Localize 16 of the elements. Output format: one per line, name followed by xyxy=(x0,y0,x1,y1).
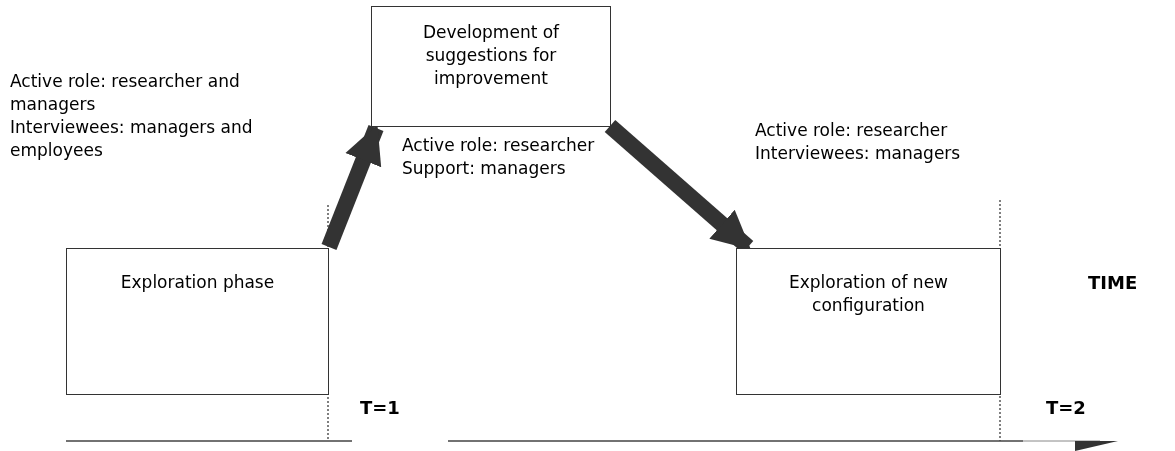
box-text: Exploration of new configuration xyxy=(788,271,949,317)
time-label: T=1 xyxy=(360,397,400,418)
role-note: Interviewees: managers xyxy=(755,142,962,165)
process-box xyxy=(736,248,1001,395)
role-note: Active role: researcher and managers xyxy=(10,70,241,116)
box-text: Exploration phase xyxy=(119,271,276,294)
role-note: Active role: researcher xyxy=(755,119,949,142)
process-box xyxy=(371,6,611,127)
process-box xyxy=(66,248,329,395)
block-arrow xyxy=(321,124,384,250)
role-note: Active role: researcher xyxy=(402,134,596,157)
box-text: Development of suggestions for improvement xyxy=(421,21,561,90)
time-label: T=2 xyxy=(1046,397,1086,418)
role-note: Support: managers xyxy=(402,157,567,180)
time-label: TIME xyxy=(1088,272,1138,293)
role-note: Interviewees: managers and employees xyxy=(10,116,254,162)
